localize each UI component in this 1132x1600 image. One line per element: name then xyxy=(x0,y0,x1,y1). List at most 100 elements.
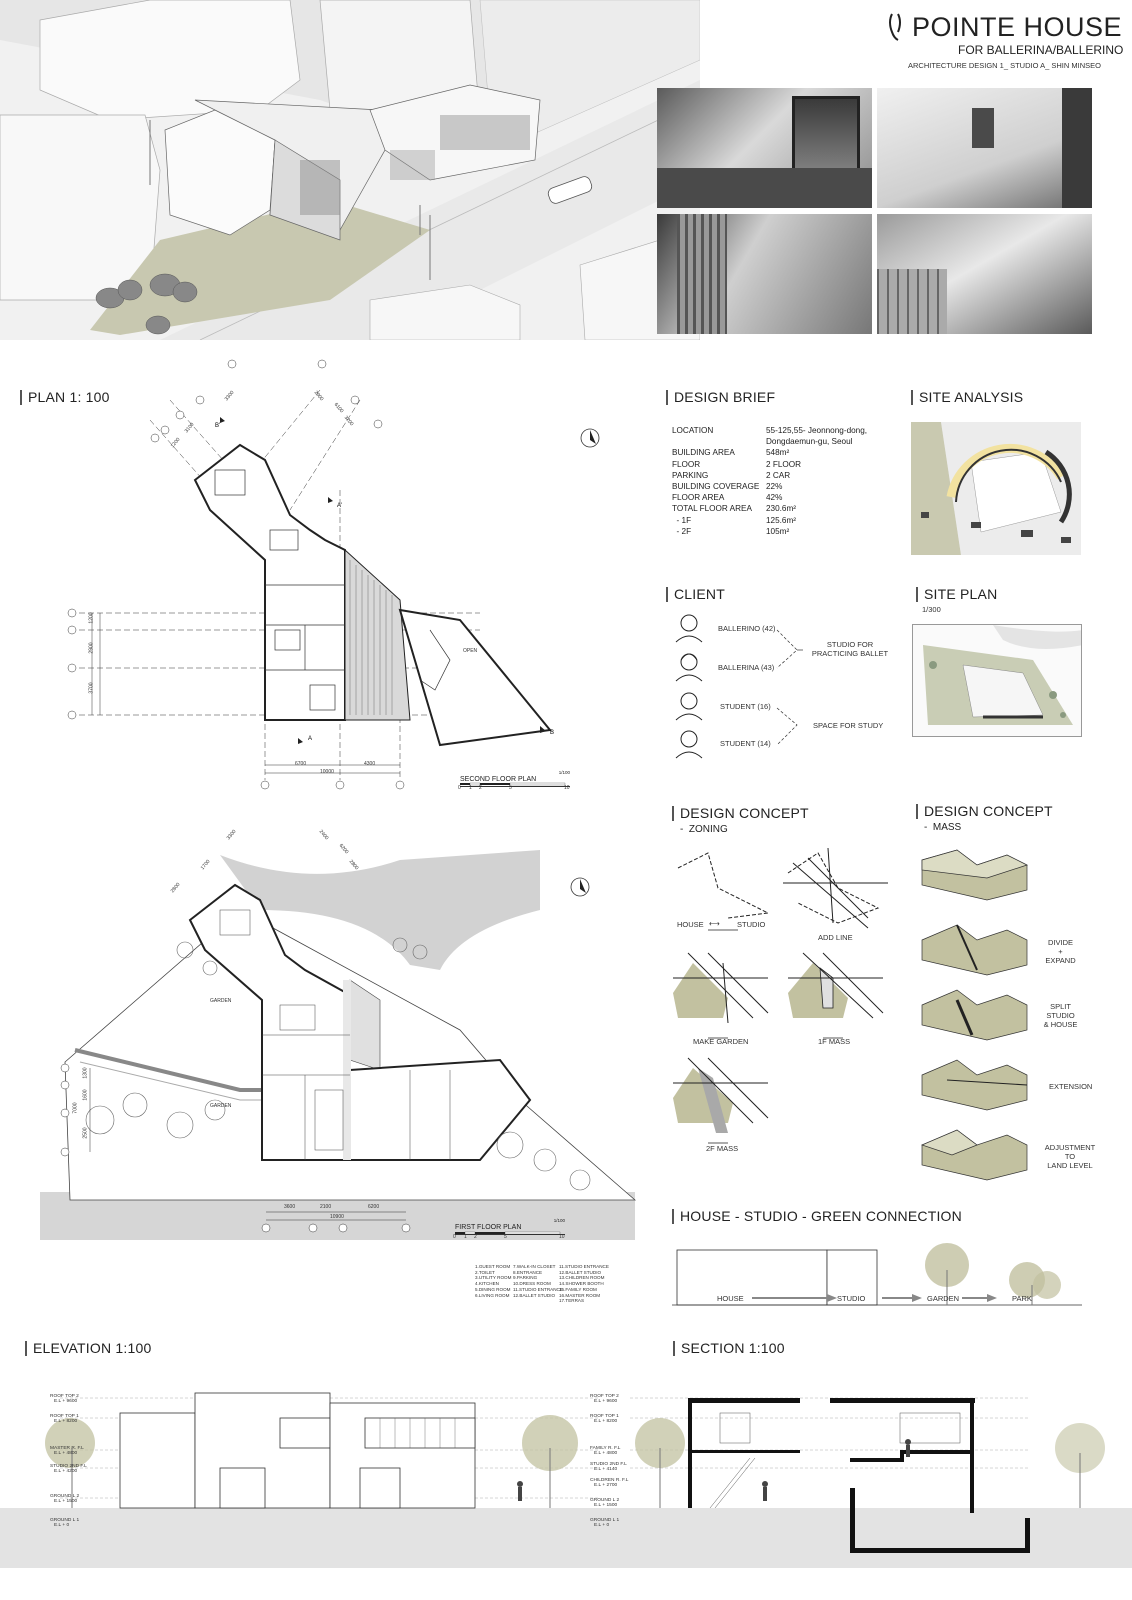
section-drawing xyxy=(630,1397,1105,1553)
mass-label-extension: EXTENSION xyxy=(1049,1082,1093,1091)
dim-2f-6: 3700 xyxy=(88,682,95,694)
client-need-studio: STUDIO FOR PRACTICING BALLET xyxy=(811,640,889,658)
second-floor-plan: A' A B B' xyxy=(67,359,600,790)
client-diagram xyxy=(675,614,803,759)
svg-text:A: A xyxy=(308,736,312,742)
concept-zoning-subheader: - ZONING xyxy=(680,824,728,835)
north-arrow-icon-1f xyxy=(570,877,590,897)
second-floor-plan-caption: SECOND FLOOR PLAN 1/100 xyxy=(460,768,570,787)
svg-text:A': A' xyxy=(337,503,342,509)
first-floor-scale-note: 1/100 xyxy=(553,1218,565,1223)
client-ballerino: BALLERINO (42) xyxy=(718,624,776,633)
interior-photo-stair xyxy=(657,214,872,334)
site-analysis-map xyxy=(911,422,1081,555)
car-icon xyxy=(547,176,593,204)
dim-1f-5: 1300 xyxy=(82,1067,89,1079)
tree-icon-park xyxy=(1009,1262,1061,1305)
svg-text:B': B' xyxy=(215,423,220,429)
dim-2f-3: 10000 xyxy=(320,769,334,775)
person-icon-section-1 xyxy=(905,1439,911,1457)
first-floor-plan-title: FIRST FLOOR PLAN xyxy=(455,1224,522,1231)
main-title: POINTE HOUSE xyxy=(912,12,1123,42)
person-icon-section-2 xyxy=(762,1481,768,1501)
top-perspective xyxy=(0,0,700,340)
dim-1f-6: 1600 xyxy=(82,1089,89,1101)
concept-zoning-header: DESIGN CONCEPT xyxy=(672,806,809,821)
pointe-shoe-icon xyxy=(889,13,901,41)
elevation-drawing xyxy=(45,1392,600,1509)
connection-label-garden: GARDEN xyxy=(927,1294,960,1303)
room-label-garden-1: GARDEN xyxy=(210,998,232,1004)
connection-header: HOUSE - STUDIO - GREEN CONNECTION xyxy=(672,1209,962,1224)
client-student-2: STUDENT (14) xyxy=(720,739,771,748)
mass-diagrams xyxy=(921,849,1028,1181)
person-icon-student-1 xyxy=(675,692,703,721)
connection-label-park: PARK xyxy=(1012,1294,1032,1303)
tree-icon-garden xyxy=(925,1243,969,1305)
plan-header: PLAN 1: 100 xyxy=(20,390,110,405)
person-icon-student-2 xyxy=(675,730,703,759)
zoning-arrow: ⟷ xyxy=(709,919,720,928)
elevation-header: ELEVATION 1:100 xyxy=(25,1341,151,1356)
subtitle: FOR BALLERINA/BALLERINO xyxy=(958,43,1124,57)
concept-mass-header: DESIGN CONCEPT xyxy=(916,804,1053,819)
dim-1f-7: 2500 xyxy=(82,1127,89,1139)
client-header: CLIENT xyxy=(666,587,725,602)
design-brief-header: DESIGN BRIEF xyxy=(666,390,775,405)
client-student-1: STUDENT (16) xyxy=(720,702,771,711)
room-label-open: OPEN xyxy=(463,648,478,654)
mass-label-split: SPLIT STUDIO & HOUSE xyxy=(1043,1002,1078,1029)
elevation-ground xyxy=(0,1508,1132,1568)
svg-text:B: B xyxy=(550,730,554,736)
mass-label-divide: DIVIDE + EXPAND xyxy=(1045,938,1076,965)
scale-bar-2f xyxy=(460,782,566,786)
person-icon-ballerino xyxy=(675,614,703,643)
perspective-drawing xyxy=(0,0,700,340)
zoning-diagrams xyxy=(673,847,888,1144)
interior-photo-studio xyxy=(877,214,1092,334)
concept-mass-subheader: - MASS xyxy=(924,822,962,833)
second-floor-plan-title: SECOND FLOOR PLAN xyxy=(460,776,537,783)
tree-icon-elev-right xyxy=(522,1415,578,1508)
room-label-garden-2: GARDEN xyxy=(210,1103,232,1109)
dim-2f-2: 4300 xyxy=(364,761,376,767)
site-plan-header: SITE PLAN xyxy=(916,587,997,602)
dim-1f-1: 3600 xyxy=(284,1204,296,1210)
zoning-label-make-garden: MAKE GARDEN xyxy=(693,1037,749,1046)
interior-photo-bedroom xyxy=(877,88,1092,208)
connection-label-studio: STUDIO xyxy=(837,1294,866,1303)
site-analysis-header: SITE ANALYSIS xyxy=(911,390,1023,405)
zoning-label-add-line: ADD LINE xyxy=(818,933,853,942)
dim-2f-5: 2900 xyxy=(88,642,95,654)
second-floor-scale-note: 1/100 xyxy=(558,770,570,775)
credit: ARCHITECTURE DESIGN 1_ STUDIO A_ SHIN MI… xyxy=(908,61,1101,70)
scale-bar-1f xyxy=(455,1231,561,1235)
zoning-label-house: HOUSE xyxy=(677,920,704,929)
first-floor-plan-caption: FIRST FLOOR PLAN 1/100 xyxy=(455,1216,565,1235)
site-plan-map xyxy=(912,624,1082,737)
section-header: SECTION 1:100 xyxy=(673,1341,785,1356)
person-icon-ballerina xyxy=(675,653,703,682)
mass-label-adjustment: ADJUSTMENT TO LAND LEVEL xyxy=(1044,1143,1096,1170)
site-green xyxy=(90,200,430,335)
north-arrow-icon xyxy=(580,428,600,448)
person-icon-elev xyxy=(517,1481,523,1501)
first-floor-plan xyxy=(40,850,637,1240)
zoning-label-studio: STUDIO xyxy=(737,920,766,929)
dim-2f-4: 1200 xyxy=(88,612,95,624)
tree-icon-section xyxy=(635,1418,1105,1508)
dim-1f-8: 7000 xyxy=(72,1102,79,1114)
dim-1f-3: 6200 xyxy=(368,1204,380,1210)
tree-icon-elev-left xyxy=(45,1418,95,1508)
connection-label-house: HOUSE xyxy=(717,1294,744,1303)
client-ballerina: BALLERINA (43) xyxy=(718,663,775,672)
client-need-study: SPACE FOR STUDY xyxy=(813,721,884,730)
dim-1f-2: 2100 xyxy=(320,1204,332,1210)
dim-2f-1: 6700 xyxy=(295,761,307,767)
site-plan-scale: 1/300 xyxy=(922,605,941,614)
zoning-label-1f-mass: 1F MASS xyxy=(818,1037,851,1046)
dim-1f-4: 10900 xyxy=(330,1214,344,1220)
connection-diagram xyxy=(672,1243,1082,1306)
